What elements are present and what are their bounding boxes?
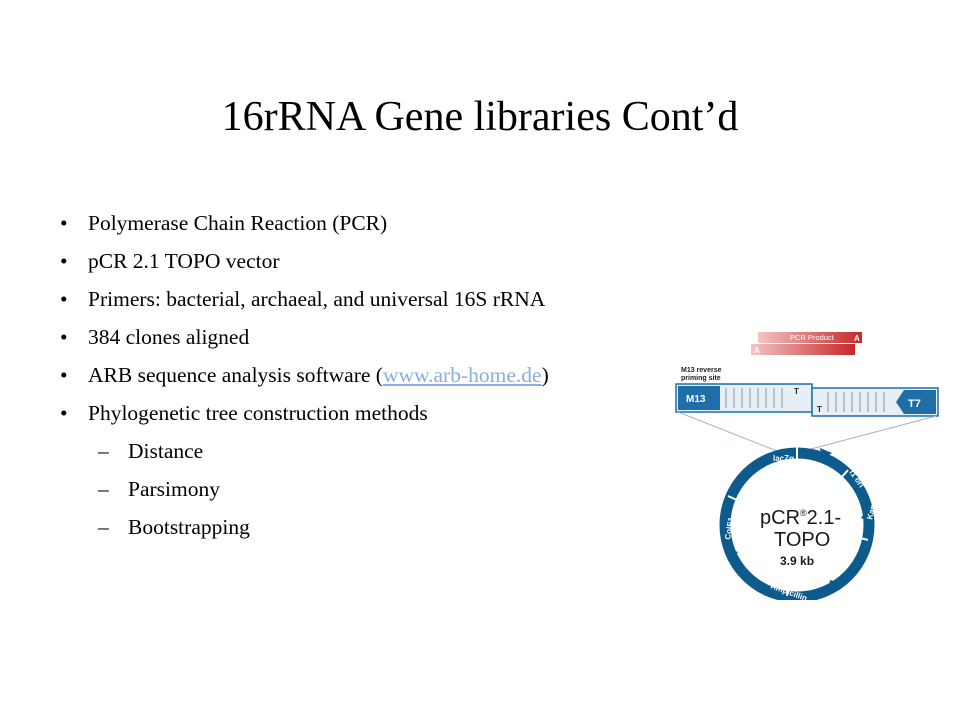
insert-guide-left <box>677 411 783 454</box>
slide-title: 16rRNA Gene libraries Cont’d <box>221 94 739 140</box>
pcr-product-bar-top <box>758 332 862 343</box>
m13-arrow <box>678 386 720 410</box>
pcr-product-bar-bottom <box>751 344 855 355</box>
vector-name: pCR®2.1- <box>760 507 841 529</box>
insert-guide-right <box>795 415 937 454</box>
t7-label: T7 <box>908 398 921 410</box>
bullet-item: Primers: bacterial, archaeal, and univer… <box>60 280 700 318</box>
bullet-text-prefix: ARB sequence analysis software ( <box>88 363 383 387</box>
sub-bullet-text: Bootstrapping <box>128 515 250 539</box>
bullet-item: Polymerase Chain Reaction (PCR) <box>60 204 700 242</box>
vector-size: 3.9 kb <box>780 554 814 568</box>
bullet-text: Polymerase Chain Reaction (PCR) <box>88 211 388 235</box>
a-overhang-right: A <box>854 334 860 343</box>
bullet-text: Primers: bacterial, archaeal, and univer… <box>88 287 546 311</box>
topo-vector-map: PCR Product A A M13 reverse priming site… <box>672 320 942 600</box>
t-overhang-left: T <box>794 387 799 396</box>
pcr-product-label: PCR Product <box>790 333 835 342</box>
bullet-list: Polymerase Chain Reaction (PCR) pCR 2.1 … <box>60 204 700 546</box>
m13-label: M13 <box>686 394 706 405</box>
mcs-right-box: T T7 <box>811 387 939 417</box>
lacz-label: lacZα <box>773 454 794 463</box>
restriction-sites-right <box>827 392 885 412</box>
restriction-sites-left <box>725 388 783 408</box>
m13-reverse-label: M13 reverse <box>681 367 722 374</box>
plasmid-map: lacZα f1 ori Kanamycin Ampicillin ColE1 … <box>719 447 885 600</box>
t7-arrow <box>896 390 936 414</box>
bullet-item: 384 clones aligned <box>60 318 700 356</box>
bullet-item: Phylogenetic tree construction methods <box>60 394 700 432</box>
m13-priming-site-label: priming site <box>681 375 721 382</box>
cole1-label: ColE1 <box>723 516 736 540</box>
t-overhang-right: T <box>817 405 822 414</box>
bullet-item: pCR 2.1 TOPO vector <box>60 242 700 280</box>
sub-bullet-text: Parsimony <box>128 477 220 501</box>
pcr-product: PCR Product A A <box>751 332 862 355</box>
mcs-left-box: M13 T <box>675 383 813 413</box>
bullet-item: ARB sequence analysis software (www.arb-… <box>60 356 700 394</box>
sub-bullet-item: Distance <box>60 432 700 470</box>
vector-name-topo: TOPO <box>774 529 830 551</box>
bullet-text-suffix: ) <box>541 363 549 387</box>
bullet-text: pCR 2.1 TOPO vector <box>88 249 280 273</box>
sub-bullet-text: Distance <box>128 439 204 463</box>
a-overhang-left: A <box>754 346 760 355</box>
bullet-text: Phylogenetic tree construction methods <box>88 401 428 425</box>
sub-bullet-item: Parsimony <box>60 470 700 508</box>
arb-home-link[interactable]: www.arb-home.de <box>382 363 542 387</box>
bullet-text: 384 clones aligned <box>88 325 250 349</box>
sub-bullet-item: Bootstrapping <box>60 508 700 546</box>
